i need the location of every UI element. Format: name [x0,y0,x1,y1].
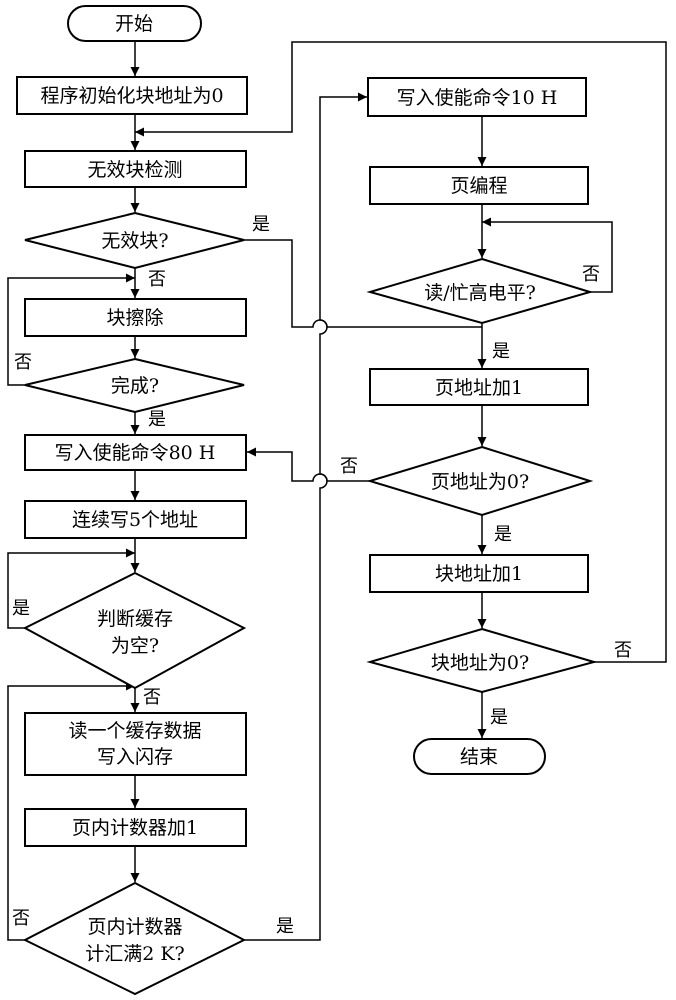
bad-block-decision: 无效块? [24,211,245,270]
edge-doneq-no-loop [7,273,135,386]
page-addr-zero-decision: 页地址为0? [366,445,594,517]
block-addr-zero-q-label: 块地址为0? [431,652,529,674]
done-q-label: 完成? [111,375,159,397]
bad-block-q-label: 无效块? [101,230,168,252]
read-buffer-line1: 读一个缓存数据 [68,720,201,742]
edges [7,40,667,941]
end-label: 结束 [460,746,498,768]
page-full-q-line2: 计汇满2 K? [85,943,185,965]
erase-label: 块擦除 [106,307,163,329]
init-label: 程序初始化块地址为0 [40,85,223,107]
cmd10-box: 写入使能命令10 H [367,77,587,117]
block-addr-inc-box: 块地址加1 [369,554,589,593]
bad-detect-box: 无效块检测 [24,150,247,188]
page-program-label: 页编程 [450,175,507,197]
page-full-q-line1: 页内计数器 [87,916,182,938]
buffer-empty-q-line2: 为空? [111,635,159,657]
edge-blockzeroq-no [135,41,667,663]
edge-pagefullq-yes [244,92,367,941]
done-decision: 完成? [24,357,245,414]
edge-bufq-yes-loop [7,548,135,629]
label-pagefullq-no: 否 [12,908,30,929]
page-program-box: 页编程 [369,166,589,205]
edge-rbq-no-loop [482,217,613,293]
cmd10-label: 写入使能命令10 H [397,87,558,109]
page-counter-inc-box: 页内计数器加1 [24,808,247,847]
label-pagezeroq-yes: 是 [494,524,512,545]
label-bufq-yes: 是 [12,598,30,619]
buffer-empty-decision: 判断缓存 为空? [22,571,247,690]
label-rbq-yes: 是 [492,341,510,362]
page-counter-inc-label: 页内计数器加1 [72,817,198,839]
bad-detect-label: 无效块检测 [87,159,182,181]
edge-pagefullq-no-loop [7,681,135,941]
read-buffer-box: 读一个缓存数据 写入闪存 [24,712,247,776]
cmd80-label: 写入使能命令80 H [55,442,216,464]
edge-labels: 是 否 否 是 是 否 否 是 否 是 否 是 否 是 [12,214,632,937]
label-rbq-no: 否 [582,264,600,285]
label-bufq-no: 否 [143,687,161,708]
start-label: 开始 [115,13,153,35]
end-terminal: 结束 [413,738,546,775]
label-pagezeroq-no: 否 [340,456,358,477]
rb-high-q-label: 读/忙高电平? [424,282,536,304]
init-box: 程序初始化块地址为0 [16,76,248,115]
rb-high-decision: 读/忙高电平? [366,257,594,325]
cmd80-box: 写入使能命令80 H [24,434,247,471]
label-pagefullq-yes: 是 [276,916,294,937]
block-addr-zero-decision: 块地址为0? [366,627,598,694]
edge-pagezeroq-no [247,447,370,482]
read-buffer-line2: 写入闪存 [97,746,173,768]
erase-box: 块擦除 [24,298,247,337]
block-addr-inc-label: 块地址加1 [435,563,523,585]
label-doneq-no: 否 [14,352,32,373]
label-blockzeroq-yes: 是 [490,707,508,728]
page-full-decision: 页内计数器 计汇满2 K? [22,881,247,996]
addr5-label: 连续写5个地址 [72,509,198,531]
start-terminal: 开始 [67,5,202,42]
buffer-empty-q-line1: 判断缓存 [97,608,173,630]
label-badq-no: 否 [148,269,166,290]
addr5-box: 连续写5个地址 [24,500,247,539]
label-doneq-yes: 是 [148,409,166,430]
page-addr-zero-q-label: 页地址为0? [431,471,529,493]
label-badq-yes: 是 [252,214,270,235]
page-addr-inc-label: 页地址加1 [435,377,523,399]
page-addr-inc-box: 页地址加1 [369,368,589,406]
label-blockzeroq-no: 否 [614,640,632,661]
